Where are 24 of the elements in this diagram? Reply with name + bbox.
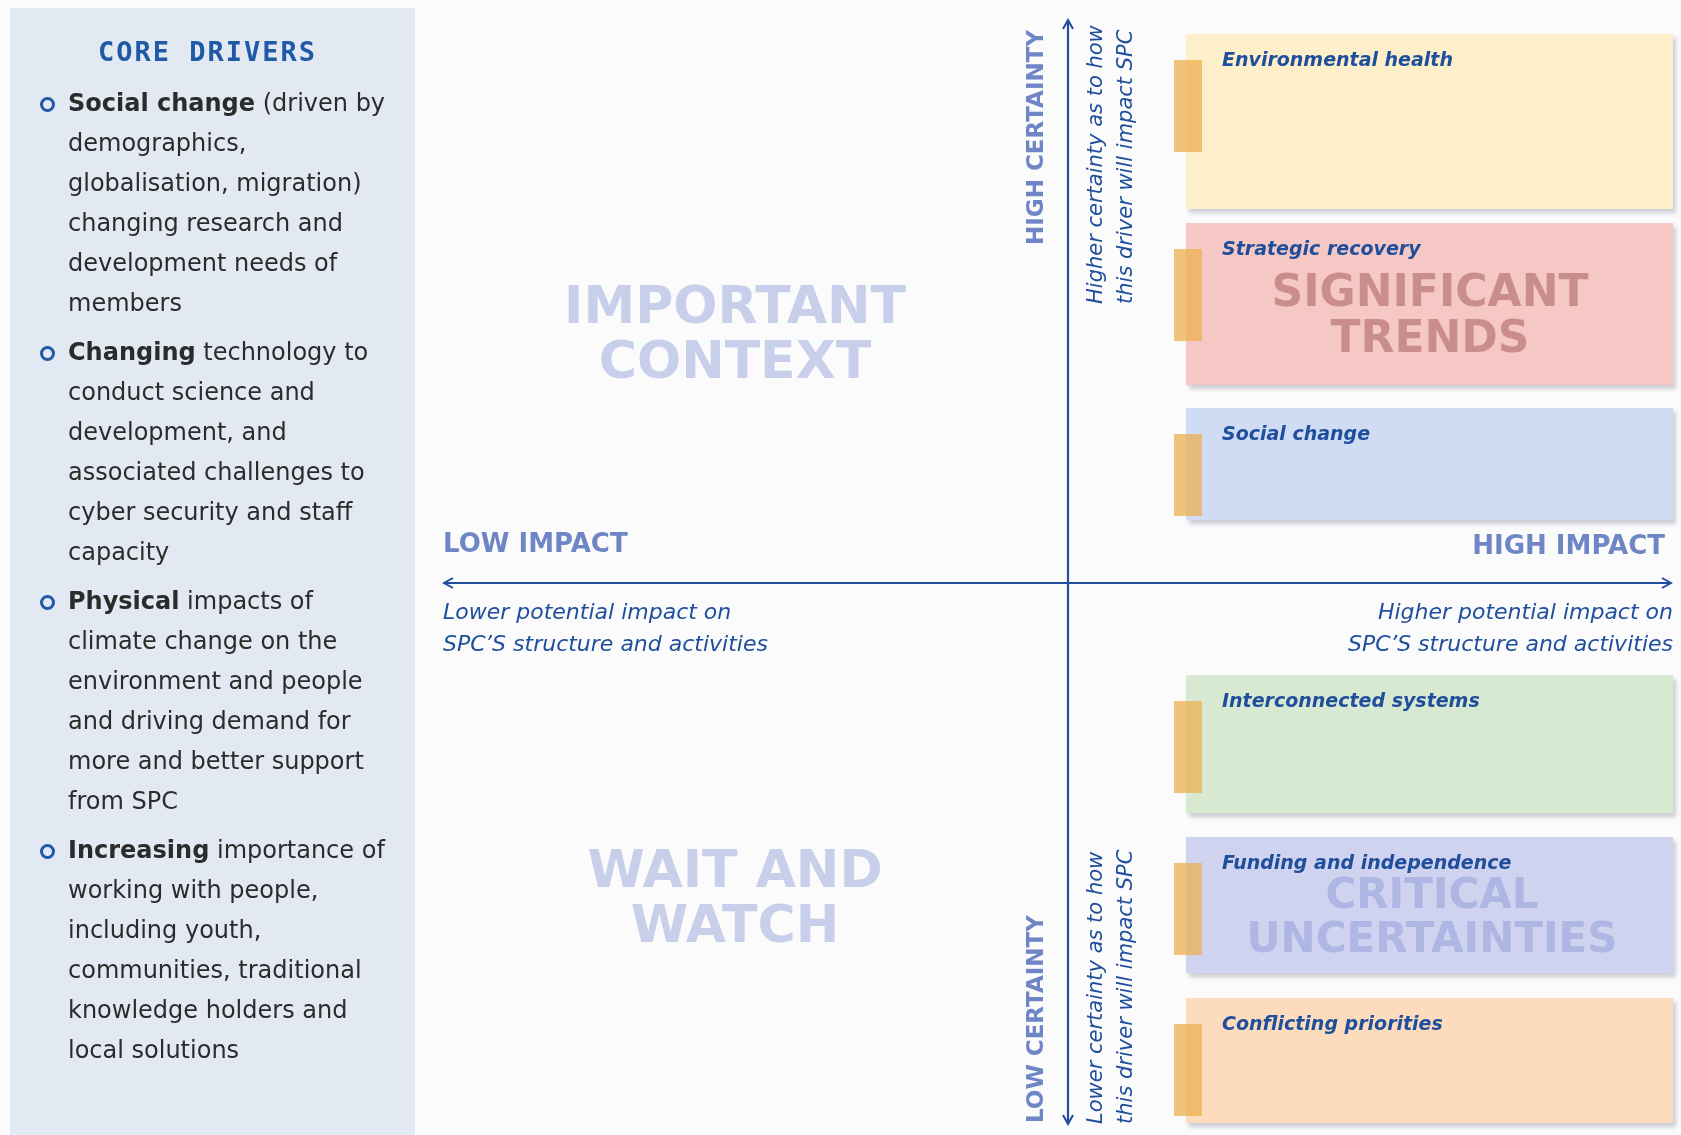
quadrant-label: SIGNIFICANT TRENDS	[1270, 268, 1590, 361]
sticky-note	[1186, 837, 1673, 973]
sticky-note	[1186, 675, 1673, 813]
note-title: Funding and independence	[1222, 851, 1512, 873]
axis-label: Lower certainty as to how this driver will impact SPC	[1082, 848, 1138, 1124]
axis-label: Higher potential impact on SPC’S structure and activities	[1347, 598, 1673, 658]
note-title: Interconnected systems	[1222, 689, 1480, 711]
sticky-note	[1186, 408, 1673, 520]
axis-label: LOW IMPACT	[443, 528, 629, 558]
axis-label: Lower potential impact on SPC’S structure and activities	[443, 598, 769, 658]
axis-label: HIGH CERTAINTY	[1022, 28, 1048, 245]
axis-label: Higher certainty as to how this driver will impact SPC	[1082, 24, 1138, 304]
sticky-note	[1186, 998, 1673, 1123]
note-title: Environmental health	[1222, 48, 1453, 70]
sticky-note	[1186, 223, 1673, 385]
sticky-note	[1186, 34, 1673, 209]
note-title: Strategic recovery	[1222, 237, 1421, 259]
panel-heading: CORE DRIVERS	[98, 36, 318, 67]
side-panel	[10, 8, 415, 1135]
note-title: Conflicting priorities	[1222, 1012, 1443, 1034]
driver-text: Increasing importance of working with people, including youth, communities, traditional knowledge holders and local solutions	[68, 835, 387, 1066]
axis-label: LOW CERTAINTY	[1022, 914, 1048, 1123]
note-title: Social change	[1222, 422, 1371, 444]
axis-label: HIGH IMPACT	[1471, 530, 1665, 560]
